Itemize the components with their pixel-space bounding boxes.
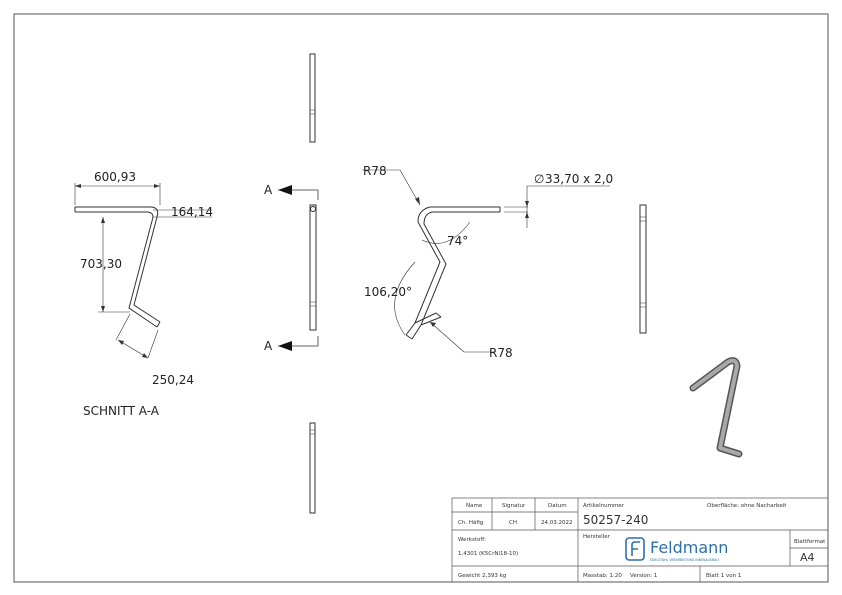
- side-view: [362, 169, 610, 353]
- dim-radius-top: R78: [363, 164, 387, 178]
- tb-col-name: Name: [466, 503, 483, 509]
- tb-sheet: Blatt 1 von 1: [706, 573, 741, 579]
- section-caption: SCHNITT A-A: [83, 404, 160, 418]
- tb-col-signature: Signatur: [502, 503, 526, 509]
- tb-col-date: Datum: [548, 503, 567, 509]
- tb-manufacturer-label: Hersteller: [583, 534, 611, 540]
- tb-material-label: Werkstoff:: [458, 537, 486, 543]
- dim-radius-bottom: R78: [489, 346, 513, 360]
- section-dim-arrows: [75, 184, 160, 358]
- side-dim-arrows: [415, 197, 529, 327]
- tb-weight: Gewicht 2,393 kg: [458, 573, 506, 579]
- tb-article-label: Artikelnummer: [583, 503, 625, 509]
- dim-offset-top: 164,14: [171, 205, 213, 219]
- tb-signature: CH: [509, 520, 517, 526]
- side-tube-inner: [411, 211, 500, 340]
- diameter-symbol-icon: ∅: [534, 172, 544, 186]
- tb-surface: Oberfläche: ohne Nacharbeit: [707, 503, 787, 509]
- tb-material: 1.4301 (K5CrNi18-10): [458, 551, 518, 557]
- title-block: [451, 497, 829, 583]
- drawing-frame: [13, 13, 829, 583]
- feldmann-logo-icon: [625, 537, 645, 561]
- section-marker-bottom: A: [264, 339, 273, 353]
- tb-brand-tagline: EDELSTAHL VERARBEITUNG INNENAUSBAU: [650, 558, 719, 562]
- dim-width-top: 600,93: [94, 170, 136, 184]
- tb-date: 24.03.2022: [541, 520, 573, 526]
- isometric-view: [689, 357, 743, 458]
- dim-angle-top: 74°: [447, 234, 468, 248]
- dim-leg-bottom: 250,24: [152, 373, 194, 387]
- front-view: [278, 53, 319, 514]
- tb-format: A4: [800, 551, 815, 564]
- dim-angle-bottom: 106,20°: [364, 285, 412, 299]
- section-marker-top: A: [264, 183, 273, 197]
- section-tube-inner: [75, 211, 158, 328]
- tb-name: Ch. Häfig: [458, 520, 483, 526]
- tb-article-number: 50257-240: [583, 513, 648, 527]
- section-arrows: [278, 185, 292, 351]
- right-view: [639, 204, 647, 334]
- tb-format-label: Blattformat: [794, 539, 826, 545]
- side-tube-outer: [405, 206, 500, 336]
- tb-scale: Masstab: 1:20: [583, 573, 622, 579]
- dim-tube: 33,70 x 2,0: [545, 172, 613, 186]
- dim-height: 703,30: [80, 257, 122, 271]
- tb-version: Version: 1: [630, 573, 657, 579]
- tb-brand-name: Feldmann: [650, 538, 728, 557]
